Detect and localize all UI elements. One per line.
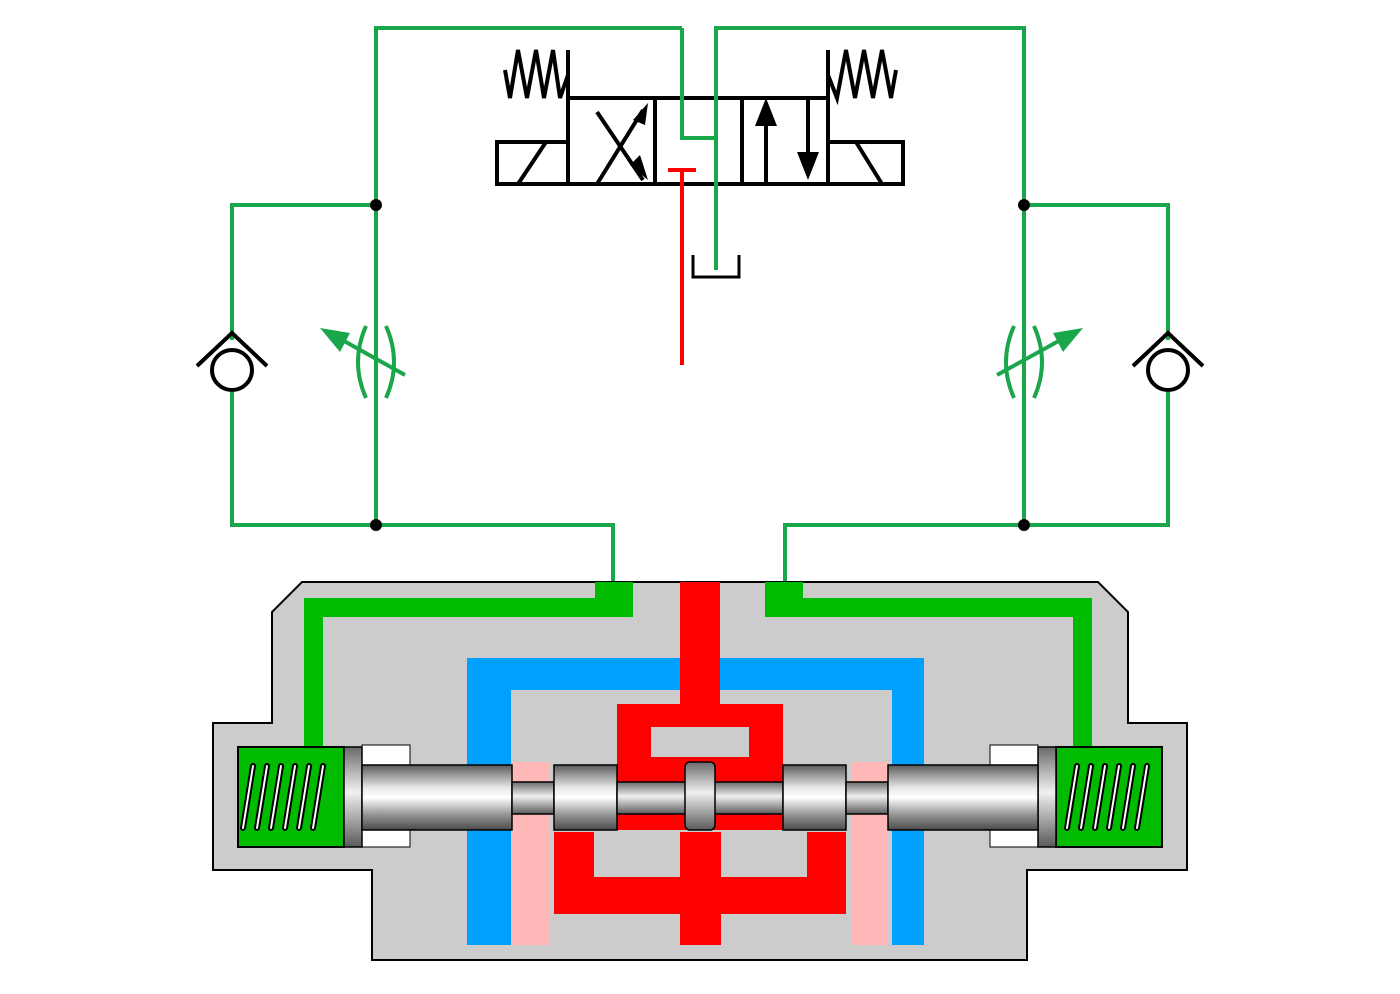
pressure-line xyxy=(668,168,696,365)
tank-symbol xyxy=(691,255,741,279)
left-adjustable-throttle xyxy=(320,325,406,399)
main-spool xyxy=(343,746,1057,848)
left-spring xyxy=(503,49,570,99)
right-adjustable-throttle xyxy=(996,325,1083,399)
left-check-valve xyxy=(195,330,269,392)
body-pilot-passages xyxy=(304,582,1092,748)
right-check-valve xyxy=(1131,330,1205,392)
right-spring xyxy=(826,49,898,106)
left-spring-chamber xyxy=(237,746,345,848)
pilot-valve-4-3-solenoid xyxy=(495,49,905,186)
right-spring-chamber xyxy=(1055,746,1163,848)
junction-dots xyxy=(370,199,1030,531)
